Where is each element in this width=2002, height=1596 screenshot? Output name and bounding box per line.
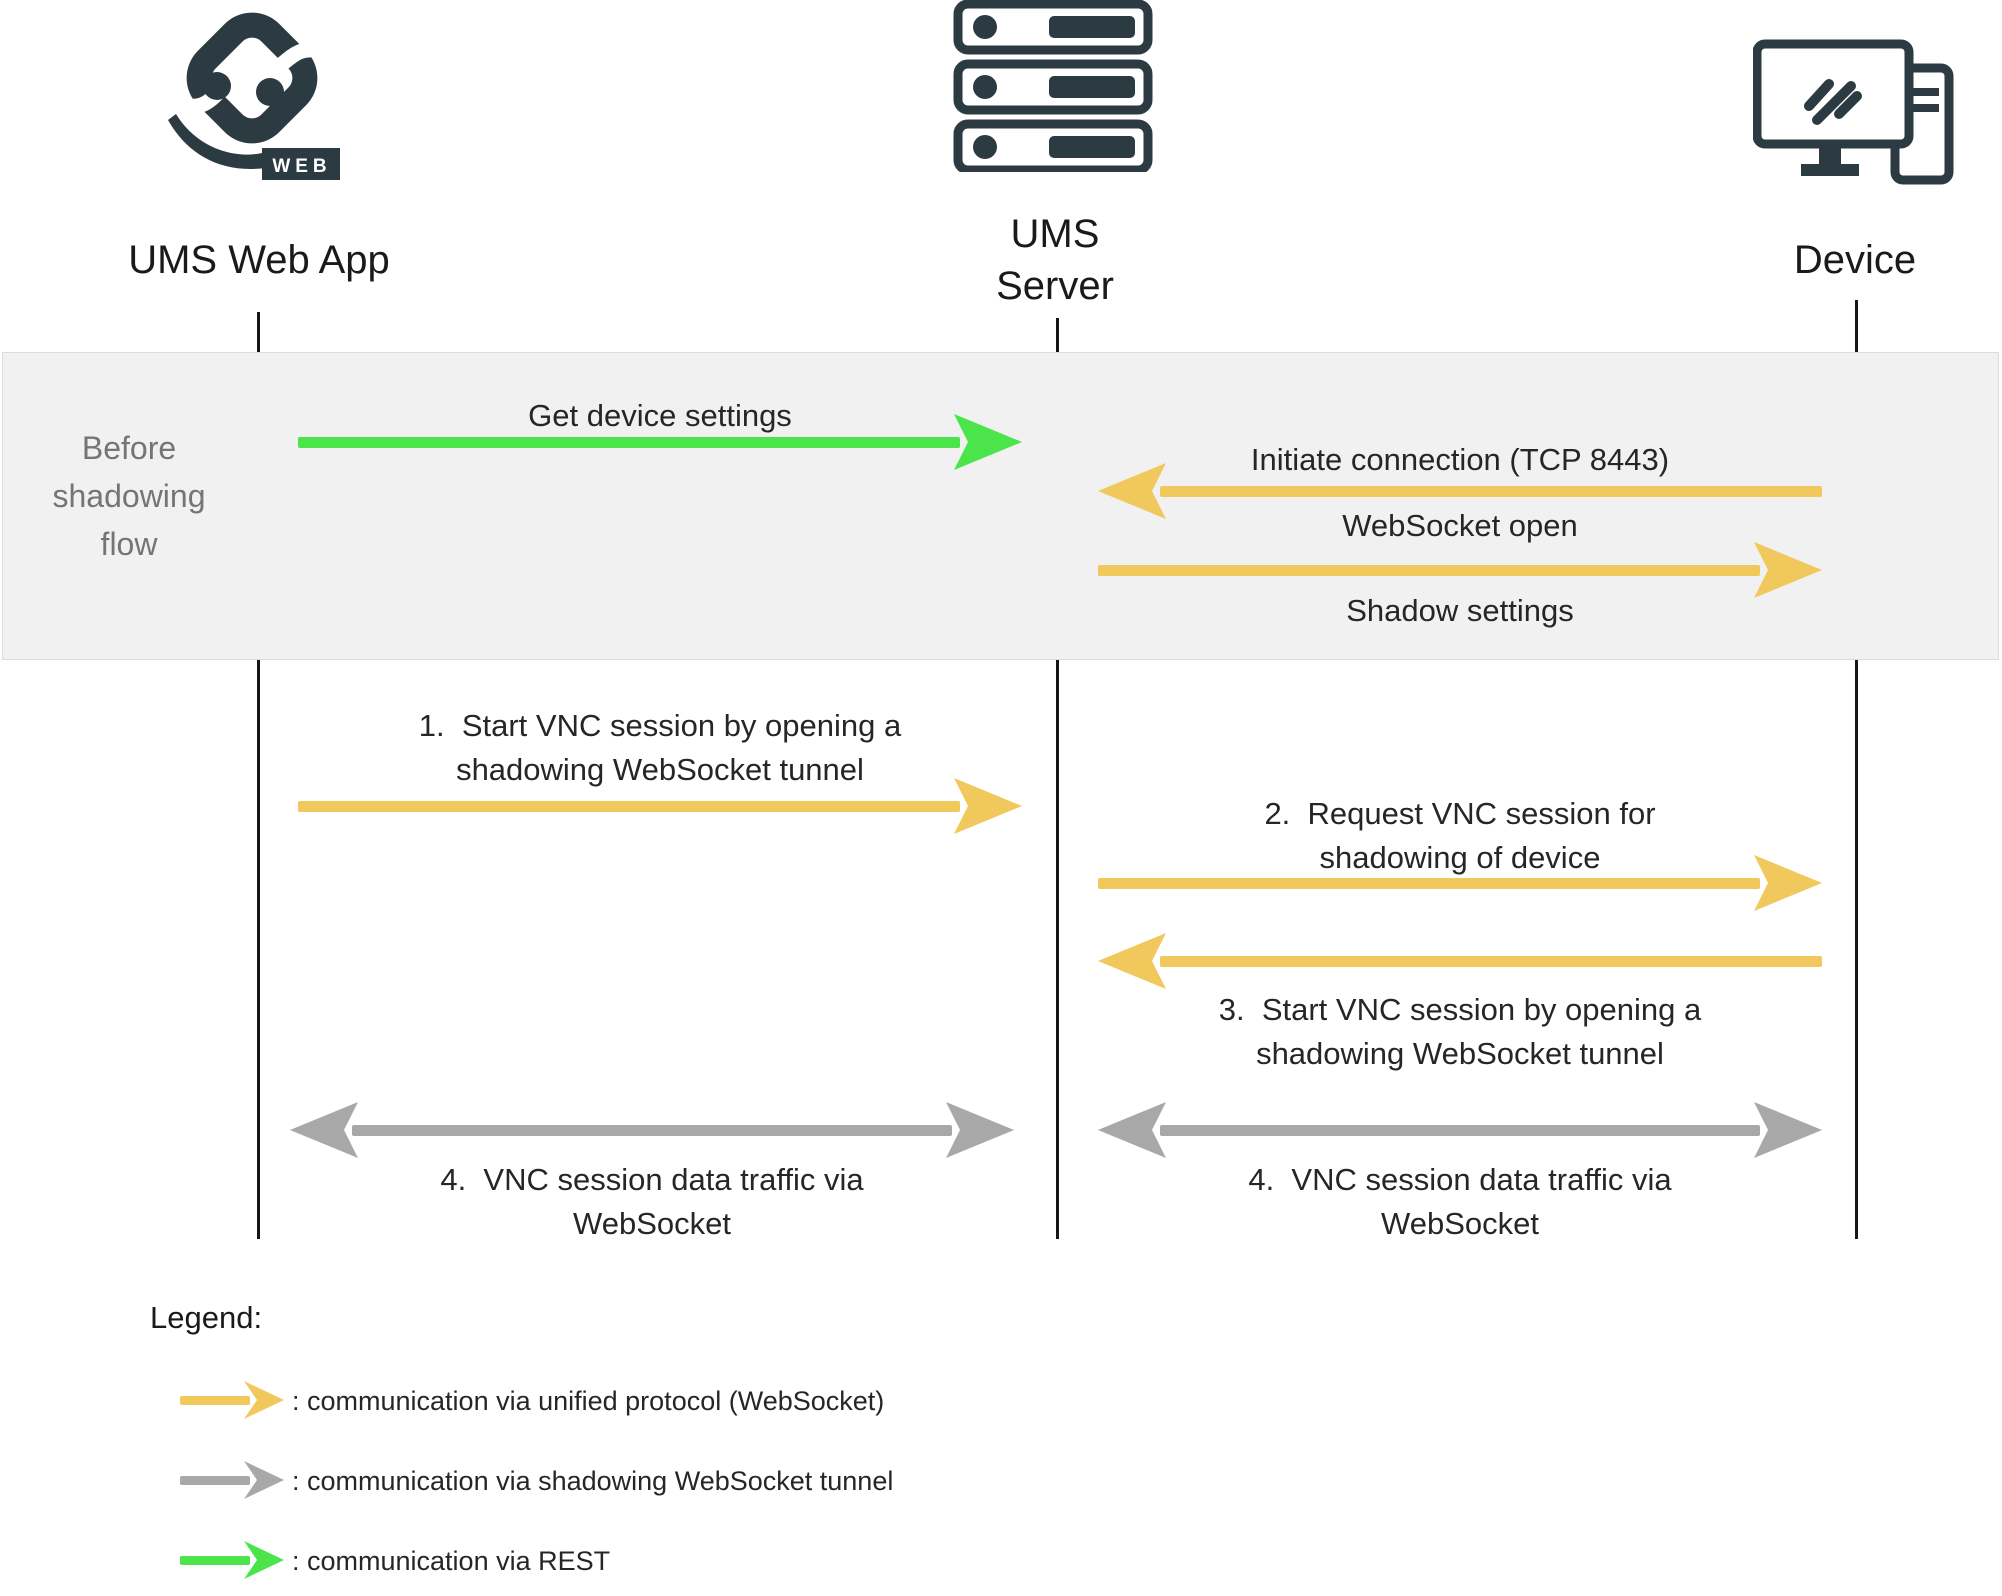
legend-arrow-unified-protocol-icon: [180, 1381, 284, 1419]
legend-arrow-shadowing-tunnel-icon: [180, 1461, 284, 1499]
message-shadow-settings: Shadow settings: [1346, 593, 1574, 628]
message-step1: 1. Start VNC session by opening a shadow…: [418, 708, 902, 787]
legend-item-unified-protocol: : communication via unified protocol (We…: [292, 1386, 885, 1416]
message-step4-webapp-server: 4. VNC session data traffic via WebSocke…: [440, 1162, 864, 1241]
lifeline-device: [1855, 300, 1858, 1239]
arrow-rest-get-device-settings: [298, 414, 1022, 470]
message-step3: 3. Start VNC session by opening a shadow…: [1218, 992, 1702, 1071]
arrow-shadowing-tunnel-server-device: [1098, 1102, 1822, 1158]
actor-label-device: Device: [1793, 238, 1917, 282]
before-shadowing-flow-band: [2, 352, 1999, 660]
arrow-unified-step1: [298, 778, 1022, 834]
device-logo-mark: [1804, 79, 1862, 125]
arrow-unified-step3: [1098, 933, 1822, 989]
message-websocket-open: WebSocket open: [1342, 508, 1578, 543]
server-rack-icon: [953, 0, 1153, 172]
arrow-unified-initiate-connection: [1098, 463, 1822, 519]
phase-label: Before shadowing flow: [52, 430, 206, 562]
arrow-unified-websocket-open: [1098, 542, 1822, 598]
message-step2: 2. Request VNC session for shadowing of …: [1264, 796, 1656, 875]
arrow-shadowing-tunnel-webapp-server: [290, 1102, 1014, 1158]
legend-item-rest: : communication via REST: [292, 1546, 611, 1576]
device-workstation-icon: [1753, 39, 1954, 185]
message-get-device-settings: Get device settings: [528, 398, 792, 433]
legend-arrow-rest-icon: [180, 1541, 284, 1579]
message-step4-server-device: 4. VNC session data traffic via WebSocke…: [1248, 1162, 1672, 1241]
legend-item-shadowing-tunnel: : communication via shadowing WebSocket …: [292, 1466, 894, 1496]
message-initiate-connection: Initiate connection (TCP 8443): [1250, 442, 1670, 477]
lifeline-ums-web-app: [257, 312, 260, 1239]
actor-label-ums-web-app: UMS Web App: [128, 238, 390, 282]
arrow-unified-step2: [1098, 855, 1822, 911]
web-badge: [262, 148, 340, 180]
ums-web-app-logo-icon: WEB: [168, 12, 340, 180]
actor-label-ums-server: UMS Server: [996, 212, 1114, 308]
web-badge-text: WEB: [272, 156, 331, 177]
lifeline-ums-server: [1056, 318, 1059, 1239]
legend-title: Legend:: [150, 1300, 263, 1335]
